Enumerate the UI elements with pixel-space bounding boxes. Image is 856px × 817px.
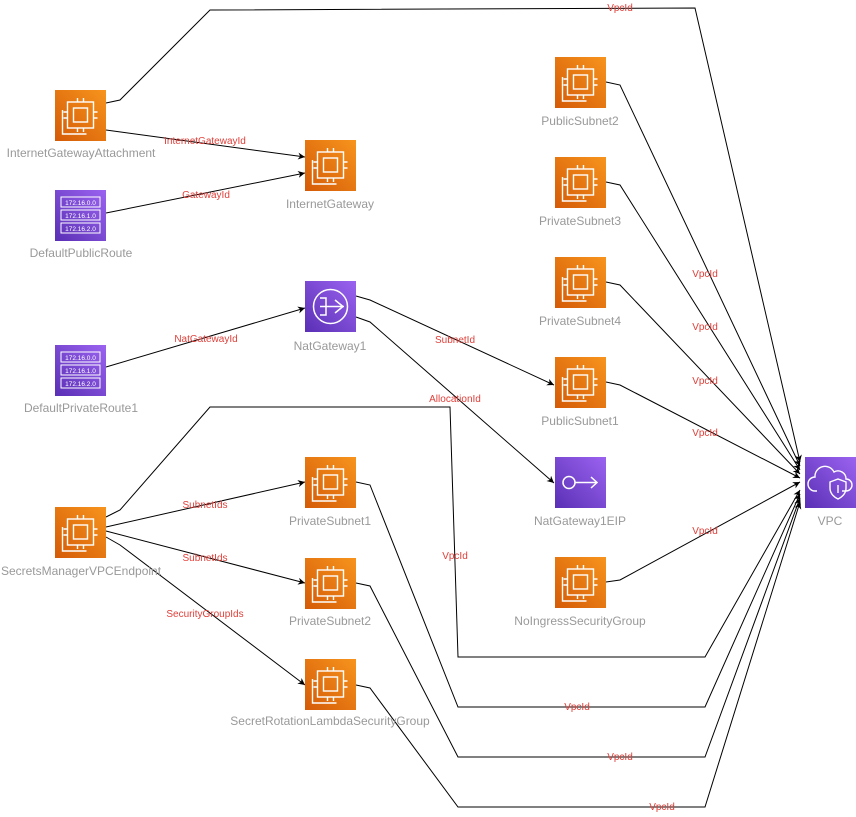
node-nat-gateway-eip[interactable]	[555, 457, 606, 508]
ec2-instance-icon	[305, 558, 356, 609]
edge-label-internetgatewayid: InternetGatewayId	[164, 136, 246, 147]
edge-priv4-to-vpc[interactable]	[605, 281, 801, 475]
edge-label-vpcid: VpcId	[692, 428, 718, 439]
route-line-2: 172.16.1.0	[65, 368, 96, 375]
edge-label-vpcid: VpcId	[692, 322, 718, 333]
node-label: PrivateSubnet1	[289, 514, 371, 528]
node-label: VPC	[818, 514, 843, 528]
edge-label-vpcid: VpcId	[649, 802, 675, 813]
edge-sg-to-vpc[interactable]	[355, 501, 802, 808]
edge-label-vpcid: VpcId	[692, 526, 718, 537]
edge-noingress-to-vpc[interactable]	[605, 481, 801, 583]
ec2-instance-icon	[55, 507, 106, 558]
node-internet-gateway-attachment[interactable]	[55, 90, 106, 141]
node-label: PrivateSubnet3	[539, 214, 621, 228]
ec2-instance-icon	[555, 257, 606, 308]
edge-endpoint-to-vpc[interactable]	[105, 406, 801, 658]
ec2-instance-icon	[555, 57, 606, 108]
edge-nat-to-subnet[interactable]	[355, 295, 555, 386]
node-private-subnet-2[interactable]	[305, 558, 356, 609]
ec2-instance-icon	[305, 457, 356, 508]
node-label: SecretsManagerVPCEndpoint	[1, 564, 162, 578]
edge-endpoint-to-sg[interactable]	[105, 536, 306, 686]
edge-label-subnetid: SubnetId	[435, 335, 475, 346]
route-line-3: 172.16.2.0	[65, 381, 96, 388]
node-public-subnet-2[interactable]	[555, 57, 606, 108]
edge-privroute-to-nat[interactable]	[105, 306, 306, 368]
edge-attachment-to-vpc[interactable]	[105, 7, 802, 463]
edge-label-vpcid: VpcId	[607, 752, 633, 763]
edge-label-subnetids: SubnetIds	[182, 553, 227, 564]
edge-endpoint-to-ps2[interactable]	[105, 530, 306, 585]
edge-label-allocationid: AllocationId	[429, 394, 481, 405]
node-label: PublicSubnet2	[541, 114, 619, 128]
node-label: PrivateSubnet4	[539, 314, 621, 328]
edge-labels: VpcId InternetGatewayId GatewayId NatGat…	[164, 3, 718, 813]
edge-label-vpcid: VpcId	[442, 551, 468, 562]
ec2-instance-icon	[555, 557, 606, 608]
route-line-2: 172.16.1.0	[65, 213, 96, 220]
edges	[105, 7, 802, 808]
node-default-private-route[interactable]: 172.16.0.0 172.16.1.0 172.16.2.0	[55, 345, 106, 396]
node-vpc[interactable]	[805, 457, 856, 508]
node-label: NoIngressSecurityGroup	[514, 614, 646, 628]
route-line-1: 172.16.0.0	[65, 355, 96, 362]
node-label: PrivateSubnet2	[289, 614, 371, 628]
node-label: InternetGatewayAttachment	[7, 146, 156, 160]
ec2-instance-icon	[305, 140, 356, 191]
node-internet-gateway[interactable]	[305, 140, 356, 191]
node-private-subnet-4[interactable]	[555, 257, 606, 308]
node-private-subnet-3[interactable]	[555, 157, 606, 208]
ec2-instance-icon	[55, 90, 106, 141]
edge-label-vpcid: VpcId	[607, 3, 633, 14]
edge-label-vpcid: VpcId	[692, 376, 718, 387]
node-nat-gateway[interactable]	[305, 281, 356, 332]
node-label: NatGateway1	[294, 339, 367, 353]
edge-label-gatewayid: GatewayId	[182, 190, 230, 201]
edge-label-natgatewayid: NatGatewayId	[174, 334, 237, 345]
ec2-instance-icon	[555, 157, 606, 208]
node-label: NatGateway1EIP	[534, 514, 626, 528]
edge-label-subnetids: SubnetIds	[182, 500, 227, 511]
edge-label-vpcid: VpcId	[692, 269, 718, 280]
edge-pub1-to-vpc[interactable]	[605, 381, 801, 479]
edge-label-vpcid: VpcId	[564, 702, 590, 713]
edge-attachment-to-igw[interactable]	[105, 129, 306, 160]
edge-pub2-to-vpc[interactable]	[605, 81, 801, 467]
node-private-subnet-1[interactable]	[305, 457, 356, 508]
node-label: InternetGateway	[286, 197, 374, 211]
node-label: DefaultPublicRoute	[30, 246, 133, 260]
nodes: InternetGatewayAttachment InternetGatewa…	[1, 57, 856, 728]
ec2-instance-icon	[305, 659, 356, 710]
edge-nat-to-eip[interactable]	[355, 316, 555, 484]
node-secret-rotation-lambda-security-group[interactable]	[305, 659, 356, 710]
route-line-1: 172.16.0.0	[65, 200, 96, 207]
edge-ps2-to-vpc[interactable]	[355, 497, 801, 758]
node-label: DefaultPrivateRoute1	[24, 401, 138, 415]
node-public-subnet-1[interactable]	[555, 357, 606, 408]
route-line-3: 172.16.2.0	[65, 226, 96, 233]
node-secrets-manager-vpc-endpoint[interactable]	[55, 507, 106, 558]
edge-ps1-to-vpc[interactable]	[355, 481, 801, 708]
edge-route-to-igw[interactable]	[105, 170, 306, 214]
node-label: SecretRotationLambdaSecurityGroup	[230, 714, 430, 728]
node-no-ingress-security-group[interactable]	[555, 557, 606, 608]
node-label: PublicSubnet1	[541, 414, 619, 428]
edge-label-securitygroupids: SecurityGroupIds	[166, 609, 243, 620]
edge-priv3-to-vpc[interactable]	[605, 181, 801, 471]
ec2-instance-icon	[555, 357, 606, 408]
node-default-public-route[interactable]: 172.16.0.0 172.16.1.0 172.16.2.0	[55, 190, 106, 241]
edge-endpoint-to-ps1[interactable]	[105, 480, 306, 528]
